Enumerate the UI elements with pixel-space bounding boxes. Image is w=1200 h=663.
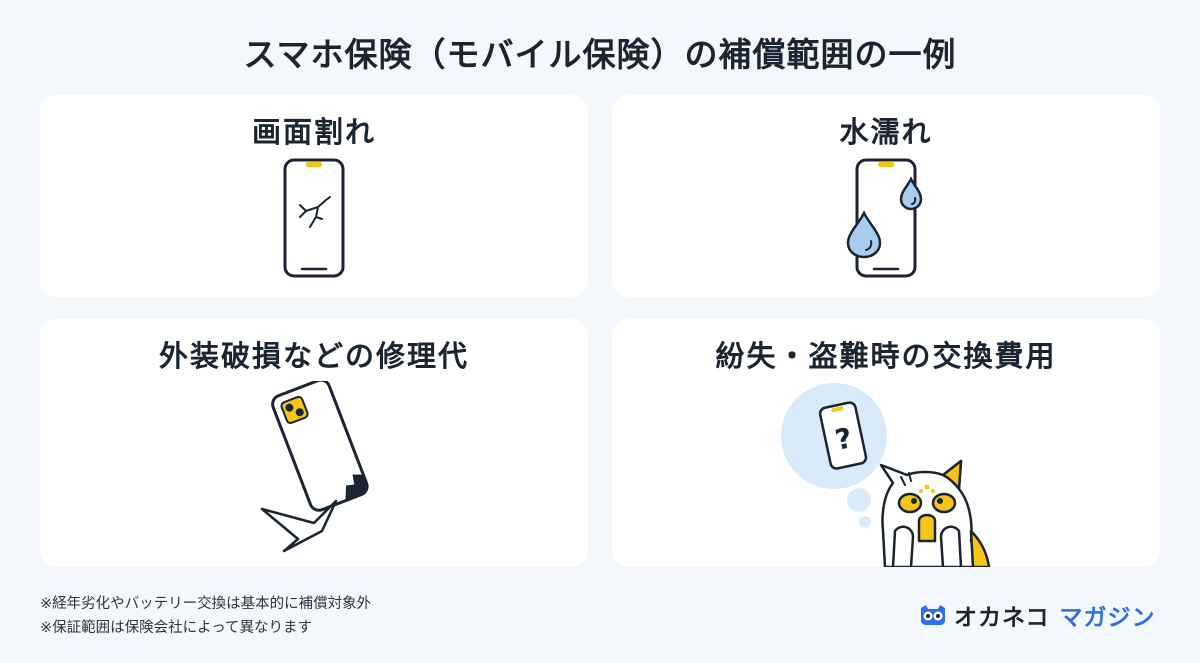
brand-name: オカネコ: [954, 605, 1050, 631]
footnote: ※保証範囲は保険会社によって異なります: [40, 620, 312, 636]
brand-subname: マガジン: [1059, 605, 1156, 631]
card-water-damage: 水濡れ: [612, 95, 1160, 297]
cracked-phone-icon: [283, 158, 345, 278]
card-screen-crack: 画面割れ: [40, 95, 588, 297]
card-title: 紛失・盗難時の交換費用: [715, 339, 1057, 373]
card-title: 外装破損などの修理代: [158, 339, 469, 373]
wet-phone-icon: [846, 158, 923, 278]
card-title: 水濡れ: [839, 115, 933, 149]
dropped-phone-icon: [260, 381, 369, 553]
lost-phone-cat-icon: ?: [781, 383, 991, 567]
card-external-damage: 外装破損などの修理代: [40, 319, 588, 567]
brand-logo: オカネコ マガジン: [918, 600, 1163, 631]
page-title: スマホ保険（モバイル保険）の補償範囲の一例: [243, 35, 957, 74]
svg-text:?: ?: [832, 421, 855, 457]
card-title: 画面割れ: [251, 115, 376, 149]
okaneko-logo-icon: [921, 605, 945, 625]
footnotes: ※経年劣化やバッテリー交換は基本的に補償対象外 ※保証範囲は保険会社によって異な…: [40, 592, 371, 640]
footnote: ※経年劣化やバッテリー交換は基本的に補償対象外: [40, 596, 372, 612]
card-loss-theft: 紛失・盗難時の交換費用 ?: [612, 319, 1160, 567]
